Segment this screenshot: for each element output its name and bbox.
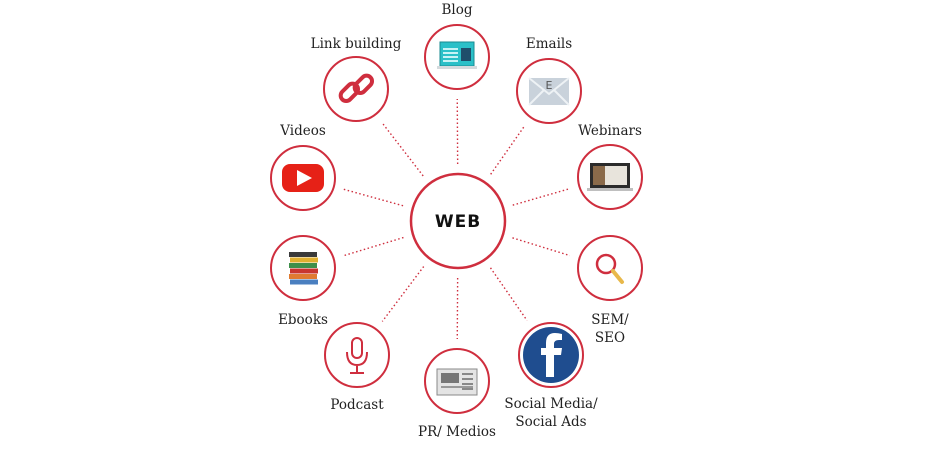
node-emails: E Emails xyxy=(516,36,582,124)
laptop-blog-icon xyxy=(437,41,477,69)
node-label: Ebooks xyxy=(278,312,328,328)
node-label: PR/ Medios xyxy=(418,424,496,440)
center-node: WEB xyxy=(409,172,507,270)
node-circle xyxy=(324,322,390,388)
facebook-icon xyxy=(523,327,579,383)
connector-emails xyxy=(490,125,526,175)
books-icon xyxy=(289,252,318,285)
node-sem-seo: SEM/SEO xyxy=(577,235,643,346)
node-label: Podcast xyxy=(330,397,384,413)
node-podcast: Podcast xyxy=(324,322,390,413)
connector-videos xyxy=(343,188,404,207)
youtube-icon xyxy=(282,164,324,192)
newspaper-icon xyxy=(436,368,478,396)
node-link-building: Link building xyxy=(311,36,402,122)
center-label: WEB xyxy=(435,212,481,232)
connector-ebooks xyxy=(342,236,404,257)
node-social: Social Media/Social Ads xyxy=(504,322,598,430)
connector-webinars xyxy=(512,188,570,206)
node-label: Link building xyxy=(311,36,402,52)
magnifier-icon xyxy=(595,253,624,284)
connector-podcast xyxy=(381,266,425,322)
node-label: Social Media/ xyxy=(504,396,598,412)
node-label: Emails xyxy=(526,36,572,52)
node-label: Blog xyxy=(441,2,472,18)
node-videos: Videos xyxy=(270,123,336,211)
center-circle xyxy=(409,172,507,270)
chain-link-icon xyxy=(338,73,375,104)
connector-link-building xyxy=(381,121,424,177)
node-label: SEM/ xyxy=(591,312,629,328)
node-label: SEO xyxy=(595,330,625,346)
node-blog: Blog xyxy=(424,2,490,90)
laptop-webinar-icon xyxy=(587,163,633,191)
node-webinars: Webinars xyxy=(577,123,643,210)
node-label: Webinars xyxy=(578,123,642,139)
node-ebooks: Ebooks xyxy=(270,235,336,328)
node-label: Social Ads xyxy=(515,414,586,430)
node-label: Videos xyxy=(279,123,326,139)
microphone-icon xyxy=(346,337,368,374)
connector-sem-seo xyxy=(512,237,571,257)
svg-text:E: E xyxy=(546,79,553,92)
node-pr: PR/ Medios xyxy=(418,348,496,440)
connector-social xyxy=(489,267,528,321)
envelope-icon: E xyxy=(528,77,570,106)
